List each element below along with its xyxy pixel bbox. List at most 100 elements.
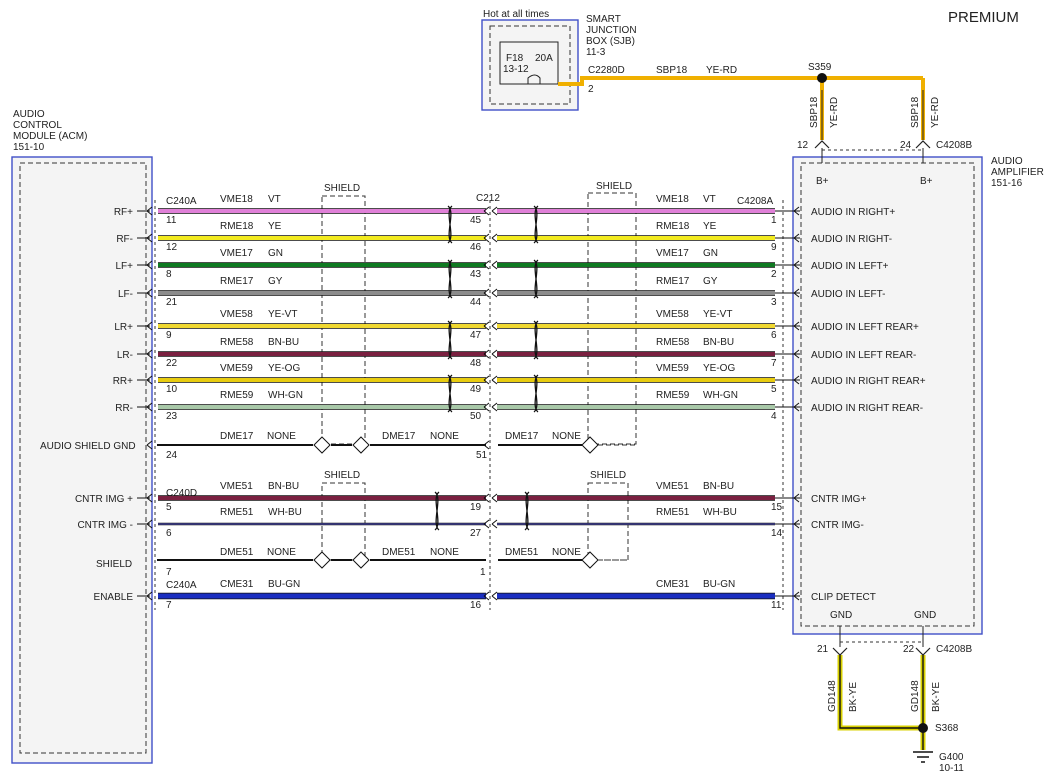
- svg-text:YE-RD: YE-RD: [829, 97, 840, 128]
- svg-text:BOX (SJB): BOX (SJB): [586, 36, 635, 47]
- svg-text:GD148: GD148: [827, 680, 838, 712]
- amp-power-connector: C4208B: [936, 140, 972, 151]
- amplifier-inner: [800, 162, 975, 627]
- shield-gnd-row: AUDIO SHIELD GND 24 DME17 NONE DME17 NON…: [40, 431, 636, 461]
- shield-box-3: [321, 482, 366, 561]
- svg-text:DME17: DME17: [505, 431, 539, 442]
- acm-pin-label: RR-: [115, 403, 133, 414]
- wire-circuit-left: RME58: [220, 337, 254, 348]
- svg-text:SMART: SMART: [586, 14, 621, 25]
- acm-pin-number: 6: [166, 528, 172, 539]
- acm-pin-number: 8: [166, 269, 172, 280]
- svg-text:151-10: 151-10: [13, 142, 45, 153]
- wire-color-left: YE-VT: [268, 309, 297, 320]
- wire-color-right: BN-BU: [703, 481, 734, 492]
- amp-pin-label: AUDIO IN RIGHT REAR+: [811, 376, 926, 387]
- wire-color-left: GN: [268, 248, 283, 259]
- amp-pin-number: 11: [771, 600, 782, 611]
- wire-circuit-left: CME31: [220, 579, 254, 590]
- amp-pin-number: 7: [771, 358, 777, 369]
- acm-pin-number: 23: [166, 411, 178, 422]
- amp-feed-1: SBP18 YE-RD 12 B+: [797, 96, 840, 187]
- svg-text:AUDIO: AUDIO: [991, 156, 1023, 167]
- shield-label-1: SHIELD: [324, 183, 360, 194]
- acm-module-label: AUDIO CONTROL MODULE (ACM) 151-10: [13, 109, 87, 153]
- svg-text:7: 7: [166, 567, 172, 578]
- acm-pin-label: ENABLE: [94, 592, 134, 603]
- wire-color-right: YE: [703, 221, 717, 232]
- wire-color-right: YE-OG: [703, 363, 735, 374]
- amp-pin-label: CNTR IMG+: [811, 494, 866, 505]
- connector-c240a-2: C240A: [166, 580, 197, 591]
- wire-color-left: VT: [268, 194, 281, 205]
- inline-pin-number: 48: [470, 358, 482, 369]
- amplifier-label: AUDIO AMPLIFIER 151-16: [991, 156, 1044, 189]
- svg-text:NONE: NONE: [552, 547, 581, 558]
- splice-s359: [817, 73, 827, 83]
- wire-color-right: WH-BU: [703, 507, 737, 518]
- svg-text:GND: GND: [914, 610, 936, 621]
- sjb-pin: 2: [588, 84, 594, 95]
- wire-color-left: WH-BU: [268, 507, 302, 518]
- shield-label-3: SHIELD: [324, 470, 360, 481]
- amp-pin-number: 9: [771, 242, 777, 253]
- wire-color-right: GN: [703, 248, 718, 259]
- amp-pin-label: AUDIO IN LEFT-: [811, 289, 885, 300]
- amp-pin-label: AUDIO IN LEFT REAR-: [811, 350, 916, 361]
- svg-text:MODULE (ACM): MODULE (ACM): [13, 131, 87, 142]
- svg-text:NONE: NONE: [552, 431, 581, 442]
- wire-circuit-left: RME59: [220, 390, 254, 401]
- sjb-box: [481, 19, 579, 111]
- feed-circuit: SBP18: [656, 65, 688, 76]
- svg-text:AUDIO: AUDIO: [13, 109, 45, 120]
- wire-color-right: BN-BU: [703, 337, 734, 348]
- fuse-box: [499, 41, 559, 85]
- page-title: PREMIUM: [948, 9, 1019, 26]
- svg-text:DME51: DME51: [505, 547, 539, 558]
- svg-text:SBP18: SBP18: [910, 96, 921, 128]
- inline-pin-number: 47: [470, 330, 482, 341]
- svg-text:BK-YE: BK-YE: [848, 682, 859, 712]
- amp-pin-label: AUDIO IN RIGHT-: [811, 234, 892, 245]
- twisted-pair-symbol: [447, 205, 539, 244]
- svg-text:B+: B+: [920, 176, 933, 187]
- wire-circuit-right: VME18: [656, 194, 689, 205]
- wire-circuit-left: VME58: [220, 309, 253, 320]
- wire-circuit-left: VME51: [220, 481, 253, 492]
- wire-circuit-right: RME58: [656, 337, 690, 348]
- wire-circuit-right: VME59: [656, 363, 689, 374]
- acm-pin-number: 21: [166, 297, 178, 308]
- wire-circuit-right: RME17: [656, 276, 690, 287]
- svg-text:NONE: NONE: [430, 547, 459, 558]
- wire-color-left: YE: [268, 221, 282, 232]
- wire-circuit-left: RME18: [220, 221, 254, 232]
- wire-color-left: BU-GN: [268, 579, 300, 590]
- twisted-pair-symbol: [447, 259, 539, 299]
- svg-text:DME51: DME51: [220, 547, 254, 558]
- svg-text:C4208B: C4208B: [936, 644, 972, 655]
- wire-color-right: GY: [703, 276, 718, 287]
- inline-pin-number: 45: [470, 215, 482, 226]
- inline-pin-number: 50: [470, 411, 482, 422]
- svg-text:S368: S368: [935, 723, 959, 734]
- inline-pin-number: 49: [470, 384, 482, 395]
- wire-circuit-left: VME59: [220, 363, 253, 374]
- wire-color-right: BU-GN: [703, 579, 735, 590]
- acm-pin-label: LF-: [118, 289, 133, 300]
- sjb-connector: C2280D: [588, 65, 625, 76]
- svg-text:24: 24: [900, 140, 912, 151]
- svg-text:DME51: DME51: [382, 547, 416, 558]
- svg-text:DME17: DME17: [220, 431, 254, 442]
- svg-text:151-16: 151-16: [991, 178, 1023, 189]
- svg-text:24: 24: [166, 450, 178, 461]
- amp-pin-label: CNTR IMG-: [811, 520, 864, 531]
- sjb-inner: [489, 25, 571, 105]
- wire-circuit-right: VME58: [656, 309, 689, 320]
- connector-c4208a: C4208A: [737, 196, 773, 207]
- acm-pin-number: 9: [166, 330, 172, 341]
